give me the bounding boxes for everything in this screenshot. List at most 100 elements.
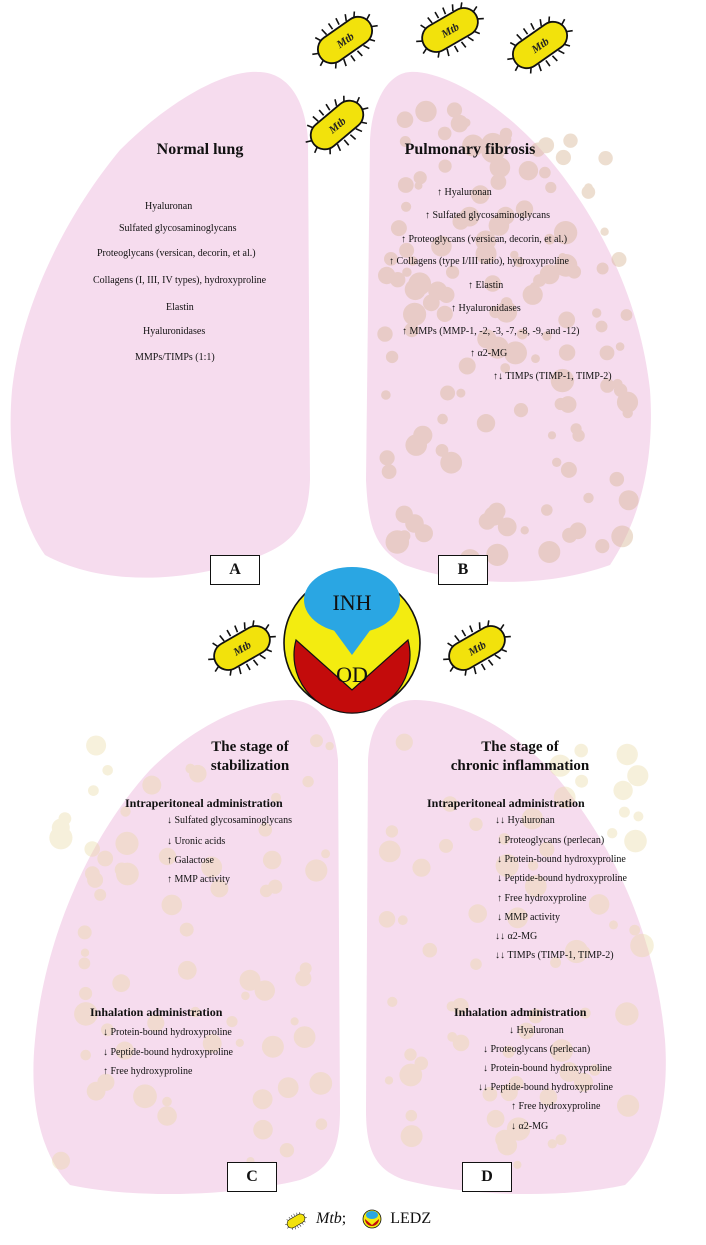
texture-spot [422,294,440,312]
panel-c-ip-item: ↑ Galactose [167,855,214,866]
texture-spot [438,159,452,173]
panel-a-item: Collagens (I, III, IV types), hydroxypro… [93,275,267,286]
texture-spot [630,933,654,958]
texture-spot [539,264,560,285]
texture-spot [279,1143,295,1158]
texture-spot [554,397,567,411]
texture-spot [488,502,506,520]
texture-spot [435,285,445,294]
texture-spot [387,996,398,1008]
texture-spot [241,991,250,1001]
panel-d-inh-item: ↓ Proteoglycans (perlecan) [483,1044,591,1055]
texture-spot [404,322,420,338]
texture-spot [239,969,261,991]
texture-spot [189,764,207,783]
texture-spot [405,1109,418,1122]
texture-spot [488,215,510,236]
texture-spot [498,305,516,323]
texture-spot [611,525,634,548]
texture-spot [120,806,131,817]
texture-spot [598,151,613,166]
texture-spot [600,378,615,393]
legend-ledz-icon [362,1209,382,1229]
texture-spot [504,341,527,365]
texture-spot [612,378,623,390]
texture-spot [559,396,577,413]
texture-spot [600,227,609,236]
mtb-bacterium: Mtb [294,83,380,167]
panel-a-title: Normal lung [156,141,244,158]
texture-spot [500,297,513,309]
texture-spot [599,345,615,361]
texture-spot [513,1160,522,1169]
texture-spot [428,281,448,301]
texture-spot [575,774,589,788]
panel-c-inh-item: ↓ Peptide-bound hydroxyproline [103,1047,233,1058]
texture-spot [305,859,328,882]
mtb-bacterium: Mtb [302,0,388,80]
texture-spot [402,267,412,277]
texture-spot [596,262,609,275]
texture-spot [470,958,482,970]
texture-spot [440,385,456,401]
panel-a-item: Hyaluronan [145,201,193,212]
texture-spot [541,504,553,516]
texture-spot [530,142,546,157]
texture-spot [616,743,638,766]
texture-spot [78,957,91,970]
panel-b-item: ↑ Proteoglycans (versican, decorin, et a… [401,234,568,245]
texture-spot [555,149,572,166]
texture-spot [633,811,644,822]
panel-c-ip-item: ↓ Uronic acids [167,836,226,847]
texture-spot [509,1076,524,1091]
texture-spot [618,806,630,818]
texture-spot [552,457,562,467]
texture-spot [293,1026,316,1048]
texture-spot [277,1077,299,1098]
texture-spot [86,735,107,756]
texture-spot [179,922,194,937]
texture-spot [162,1096,172,1107]
texture-spot [518,1022,535,1040]
texture-spot [435,444,449,457]
panel-c-label: C [227,1162,277,1192]
texture-spot [133,1084,157,1109]
texture-spot [379,450,395,466]
texture-spot [401,201,412,212]
texture-spot [112,974,131,993]
texture-spot [390,272,406,288]
texture-spot [499,127,513,141]
texture-spot [437,413,448,425]
texture-spot [86,1081,106,1101]
texture-spot [592,308,602,318]
texture-spot [497,517,517,537]
panel-d-ip-item: ↓↓ α2-MG [495,931,538,942]
texture-spot [268,879,283,894]
texture-spot [302,775,314,788]
texture-spot [259,884,273,898]
texture-spot [395,733,413,751]
texture-spot [616,391,639,413]
texture-spot [414,181,423,190]
texture-spot [309,1072,333,1095]
texture-spot [589,1064,601,1076]
panel-c-inh-heading: Inhalation administration [90,1005,223,1019]
texture-spot [497,132,512,147]
texture-spot [581,185,596,199]
texture-spot [481,139,505,164]
texture-spot [437,126,452,141]
texture-spot [629,924,641,936]
texture-spot [439,838,453,853]
texture-spot [436,305,453,322]
texture-spot [397,177,414,193]
texture-spot [452,1034,470,1052]
texture-spot [562,527,578,543]
texture-spot [468,904,488,923]
panel-c-ip-heading: Intraperitoneal administration [125,796,283,810]
texture-spot [412,858,431,877]
texture-spot [531,354,540,363]
texture-spot [489,157,511,178]
panel-d-ip-item: ↓ Proteoglycans (perlecan) [497,835,605,846]
panel-d-ip-item: ↓↓ Hyaluronan [495,815,555,826]
texture-spot [80,948,90,957]
